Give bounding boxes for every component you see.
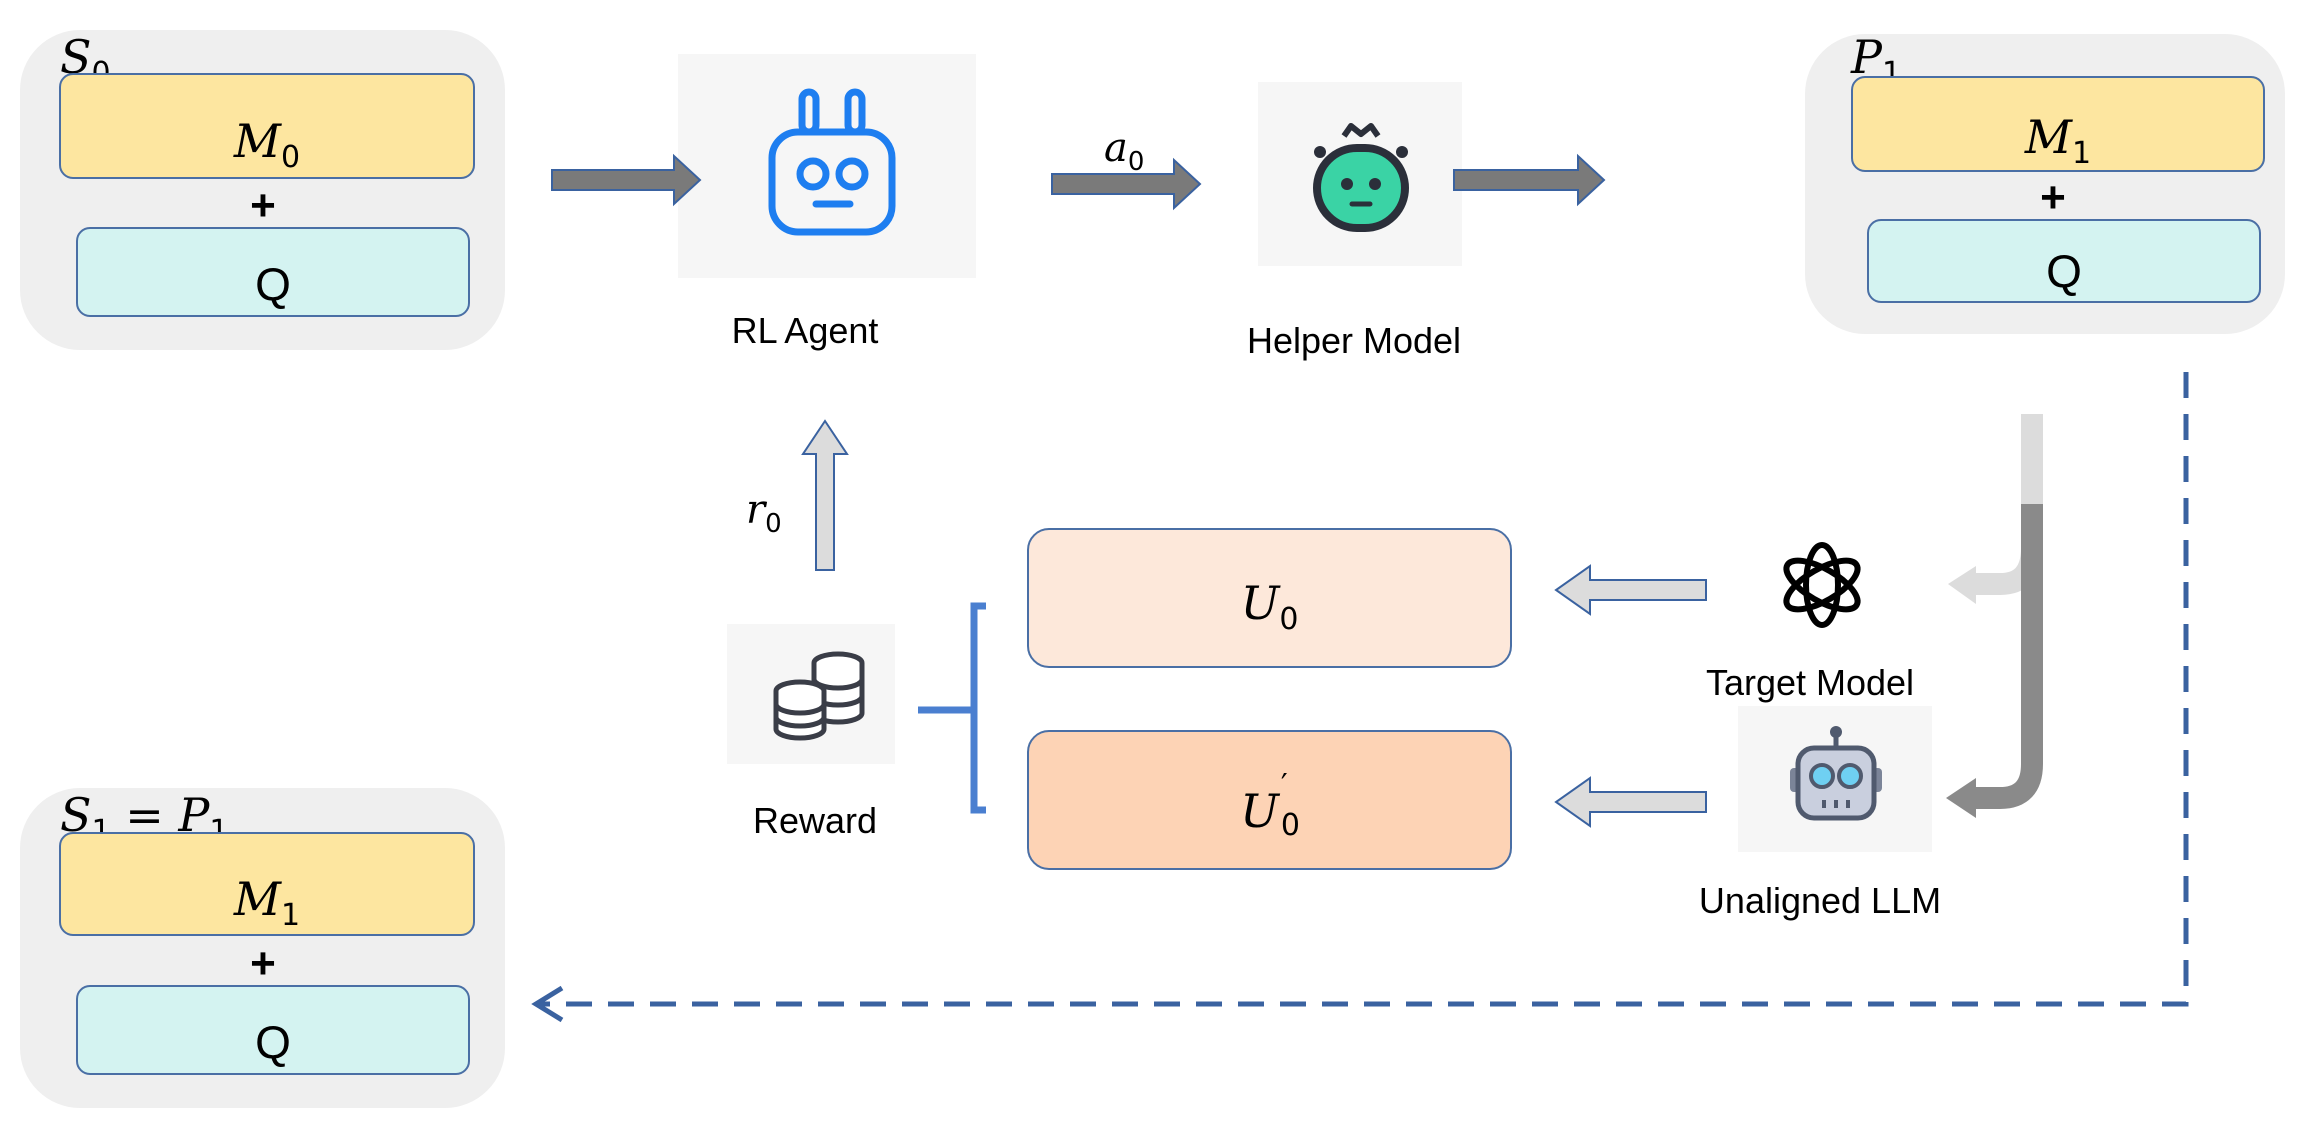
p1-distribution-pipe	[1946, 414, 2043, 818]
memory-m1-box-p1: M1	[1851, 76, 2265, 172]
arrow-agent-to-helper	[1051, 157, 1202, 211]
memory-m0-subscript: 0	[281, 140, 301, 176]
reward-signal-symbol: r	[746, 487, 766, 533]
reward-signal-label: r0	[746, 490, 782, 537]
memory-m0-label: M0	[234, 118, 300, 173]
memory-m0-symbol: M	[233, 114, 281, 169]
memory-m1-symbol-s1: M	[233, 872, 281, 927]
state-s1-equals: = P	[125, 788, 210, 842]
state-s0-symbol: S	[60, 30, 92, 84]
output-u0-prime-label: U′0	[1240, 770, 1300, 840]
output-u0-box: U0	[1027, 528, 1512, 668]
robot-agent-icon	[768, 88, 896, 236]
arrow-llm-to-u0-prime	[1554, 776, 1707, 828]
memory-m0-box: M0	[59, 73, 475, 179]
rl-agent-label: RL Agent	[731, 310, 879, 351]
memory-m1-label-p1: M1	[2025, 114, 2091, 169]
action-label: a0	[1104, 128, 1144, 175]
output-u0-subscript: 0	[1279, 602, 1299, 638]
output-u0-prime-scripts: ′0	[1279, 770, 1300, 840]
reward-signal-subscript: 0	[765, 509, 782, 539]
memory-m1-subscript-s1: 1	[281, 898, 301, 934]
reward-bracket	[918, 602, 986, 814]
output-u0-prime-symbol: U	[1240, 783, 1279, 838]
arrow-reward-to-agent	[801, 419, 849, 571]
arrow-target-to-u0	[1554, 564, 1707, 616]
query-label-s1: Q	[255, 1016, 291, 1068]
plus-sign-p1: +	[2040, 173, 2066, 222]
plus-sign-s0: +	[250, 181, 276, 230]
arrow-helper-to-p1	[1453, 153, 1606, 207]
state-s1-symbol: S	[60, 788, 92, 842]
helper-robot-icon	[1313, 123, 1409, 232]
output-u0-symbol: U	[1240, 576, 1280, 631]
query-label-s0: Q	[255, 258, 291, 310]
unaligned-llm-label: Unaligned LLM	[1698, 880, 1942, 921]
memory-m1-box-s1: M1	[59, 832, 475, 936]
openai-logo-icon	[1783, 542, 1861, 628]
query-box-s0: Q	[76, 227, 470, 317]
memory-m1-symbol-p1: M	[2024, 110, 2072, 165]
memory-m1-label-s1: M1	[234, 876, 300, 931]
plus-sign-s1: +	[250, 939, 276, 988]
action-subscript: 0	[1127, 147, 1145, 177]
query-label-p1: Q	[2046, 245, 2082, 297]
coins-icon	[773, 651, 865, 741]
query-box-s1: Q	[76, 985, 470, 1075]
target-model-label: Target Model	[1705, 662, 1915, 703]
output-u0-prime-superscript: ′	[1280, 767, 1288, 803]
dashed-feedback-arrow	[531, 372, 2189, 1023]
action-symbol: a	[1104, 125, 1128, 171]
output-u0-label: U0	[1241, 580, 1299, 635]
robot-llm-icon	[1790, 726, 1882, 821]
helper-model-label: Helper Model	[1246, 320, 1462, 361]
state-p1-symbol: P	[1851, 30, 1882, 84]
reward-label: Reward	[752, 800, 878, 841]
output-u0-prime-box: U′0	[1027, 730, 1512, 870]
output-u0-prime-subscript: 0	[1280, 807, 1300, 843]
query-box-p1: Q	[1867, 219, 2261, 303]
arrow-s0-to-agent	[551, 153, 702, 207]
memory-m1-subscript-p1: 1	[2072, 136, 2092, 172]
